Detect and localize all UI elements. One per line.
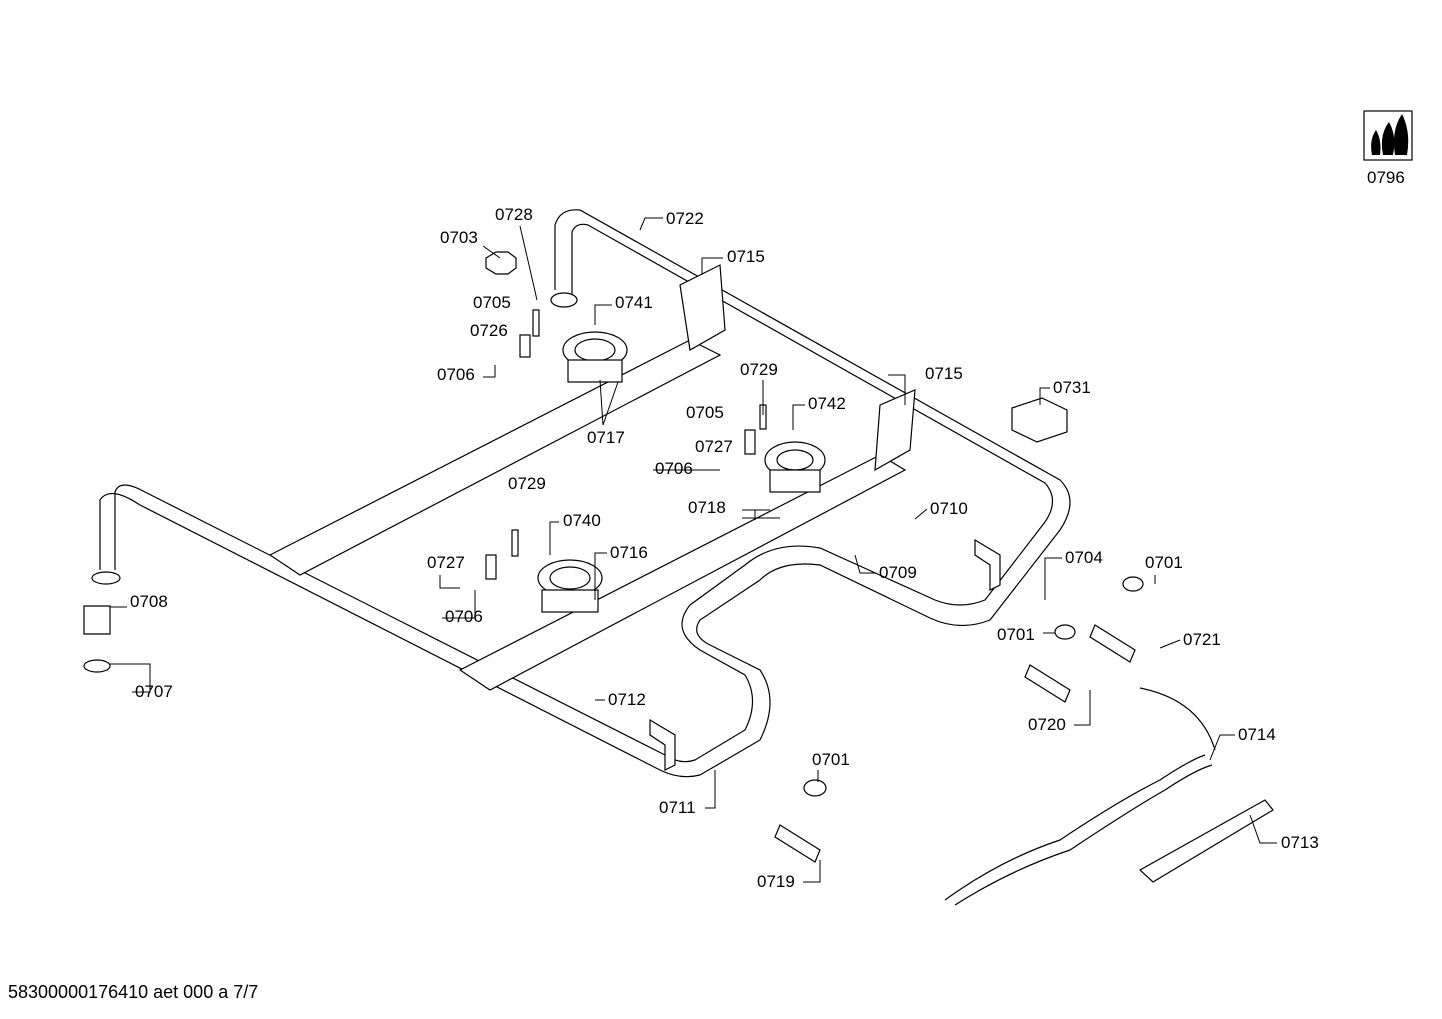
part-label: 0729	[508, 474, 546, 493]
part-label: 0742	[808, 394, 846, 413]
document-id: 58300000176410 aet 000 a 7/7	[8, 982, 259, 1002]
part-label: 0701	[1145, 553, 1183, 572]
part-label: 0722	[666, 209, 704, 228]
part-label: 0703	[440, 228, 478, 247]
part-label: 0708	[130, 592, 168, 611]
part-label: 0701	[997, 625, 1035, 644]
part-label: 0709	[879, 563, 917, 582]
part-label: 0796	[1367, 168, 1405, 187]
burner-0740	[537, 559, 603, 613]
part-label: 0705	[686, 403, 724, 422]
part-label: 0741	[615, 293, 653, 312]
burner-0741	[562, 331, 628, 383]
small-parts	[83, 251, 1274, 906]
part-label: 0713	[1281, 833, 1319, 852]
part-label: 0726	[470, 321, 508, 340]
part-label: 0719	[757, 872, 795, 891]
part-label: 0721	[1183, 630, 1221, 649]
part-label: 0740	[563, 511, 601, 530]
part-label: 0720	[1028, 715, 1066, 734]
part-label: 0727	[427, 553, 465, 572]
part-label: 0711	[659, 798, 696, 817]
part-label: 0728	[495, 205, 533, 224]
part-label: 0706	[445, 607, 483, 626]
part-label: 0715	[727, 247, 765, 266]
gas-flame-icon	[1363, 110, 1413, 161]
part-labels: 0722 0728 0703 0715 0705 0741 0726 0706 …	[130, 205, 1319, 891]
part-label: 0731	[1053, 378, 1091, 397]
part-label: 0704	[1065, 548, 1103, 567]
part-label: 0701	[812, 750, 850, 769]
gas-pipe-frame	[91, 209, 1071, 778]
part-label: 0705	[473, 293, 511, 312]
part-label: 0714	[1238, 725, 1276, 744]
part-label: 0716	[610, 543, 648, 562]
leader-lines	[110, 217, 1277, 883]
part-label: 0706	[655, 459, 693, 478]
part-label: 0706	[437, 365, 475, 384]
part-label: 0718	[688, 498, 726, 517]
part-label: 0729	[740, 360, 778, 379]
part-label: 0715	[925, 364, 963, 383]
burner-rail	[268, 264, 916, 691]
part-label: 0710	[930, 499, 968, 518]
part-label: 0727	[695, 437, 733, 456]
part-label: 0707	[135, 682, 173, 701]
part-label: 0717	[587, 428, 625, 447]
burner-0742	[764, 441, 826, 493]
part-label: 0712	[608, 690, 646, 709]
